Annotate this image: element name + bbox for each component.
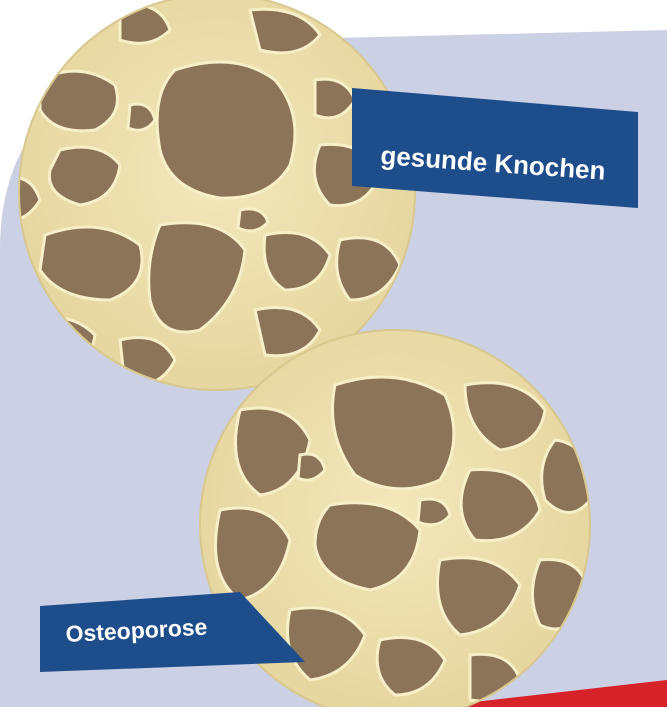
bone-comparison-illustration: gesunde Knochen Osteoporose bbox=[0, 0, 667, 707]
